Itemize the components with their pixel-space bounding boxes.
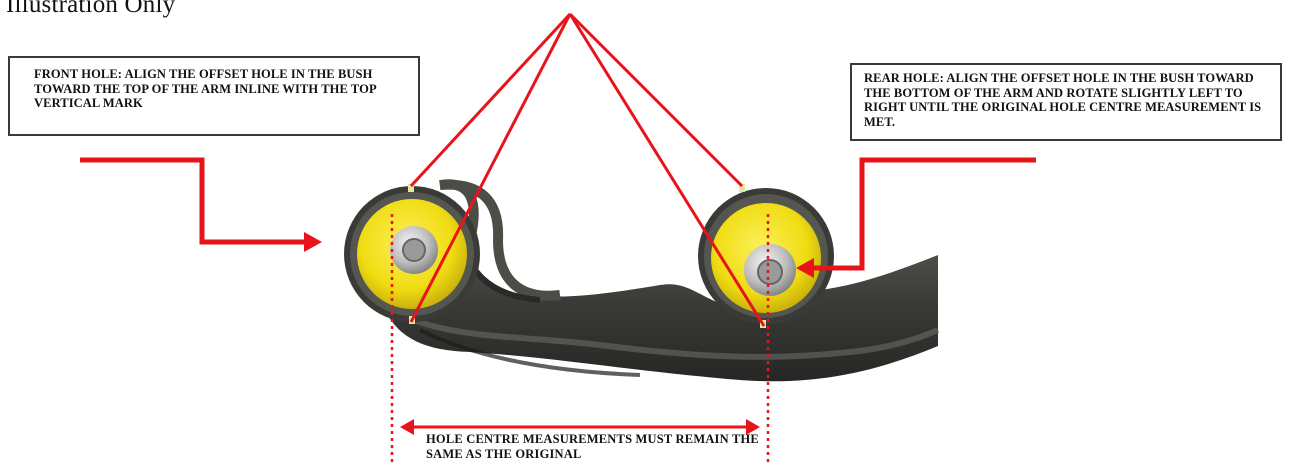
front-hole-arrow [80, 160, 322, 252]
front-hole-note: FRONT HOLE: ALIGN THE OFFSET HOLE IN THE… [8, 56, 420, 136]
rear-hole-note: REAR HOLE: ALIGN THE OFFSET HOLE IN THE … [850, 63, 1282, 141]
measurement-note: HOLE CENTRE MEASUREMENTS MUST REMAIN THE… [426, 432, 766, 461]
